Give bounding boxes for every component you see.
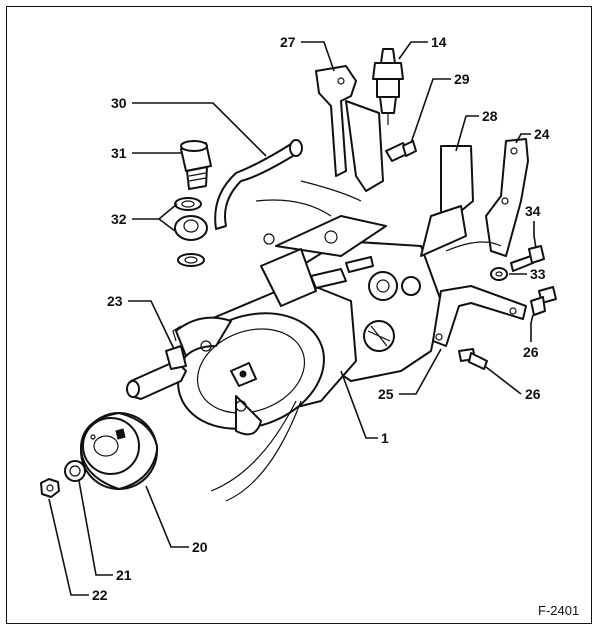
bolt-26-lower <box>458 348 488 370</box>
label-31: 31 <box>111 145 127 161</box>
bolt-26-upper <box>530 286 557 316</box>
part-labels: 27 14 29 30 28 24 31 32 34 33 23 26 25 2… <box>92 34 579 618</box>
hub-20 <box>80 412 158 490</box>
label-25: 25 <box>378 386 394 402</box>
diagram-canvas: 27 14 29 30 28 24 31 32 34 33 23 26 25 2… <box>40 34 579 618</box>
label-14: 14 <box>431 34 447 50</box>
washer-33 <box>490 267 508 281</box>
bracket-28 <box>420 145 474 257</box>
nut-22 <box>40 478 60 498</box>
exploded-view-diagram: 27 14 29 30 28 24 31 32 34 33 23 26 25 2… <box>6 6 592 624</box>
bracket-24 <box>445 138 529 257</box>
bracket-27 <box>315 65 384 192</box>
label-23: 23 <box>107 293 123 309</box>
bolt-29 <box>385 140 417 162</box>
label-26-lower: 26 <box>525 386 541 402</box>
label-29: 29 <box>454 71 470 87</box>
pump-body <box>175 215 442 502</box>
fuel-line-30 <box>214 139 362 230</box>
lever-23 <box>126 325 187 400</box>
label-33: 33 <box>530 266 546 282</box>
label-26-upper: 26 <box>523 344 539 360</box>
bolt-34 <box>510 245 545 272</box>
banjo-bolt-31 <box>180 140 212 190</box>
label-24: 24 <box>534 126 550 142</box>
label-20: 20 <box>192 539 208 555</box>
leader-lines <box>48 41 537 596</box>
label-22: 22 <box>92 587 108 603</box>
label-1: 1 <box>381 430 389 446</box>
washers-32 <box>174 197 208 267</box>
bracket-25 <box>432 285 527 347</box>
label-30: 30 <box>111 95 127 111</box>
injector-14 <box>372 48 404 125</box>
label-21: 21 <box>116 567 132 583</box>
label-27: 27 <box>280 34 296 50</box>
label-32: 32 <box>111 211 127 227</box>
washer-21 <box>64 460 86 482</box>
label-34: 34 <box>525 203 541 219</box>
label-28: 28 <box>482 108 498 124</box>
figure-reference: F-2401 <box>538 603 579 618</box>
